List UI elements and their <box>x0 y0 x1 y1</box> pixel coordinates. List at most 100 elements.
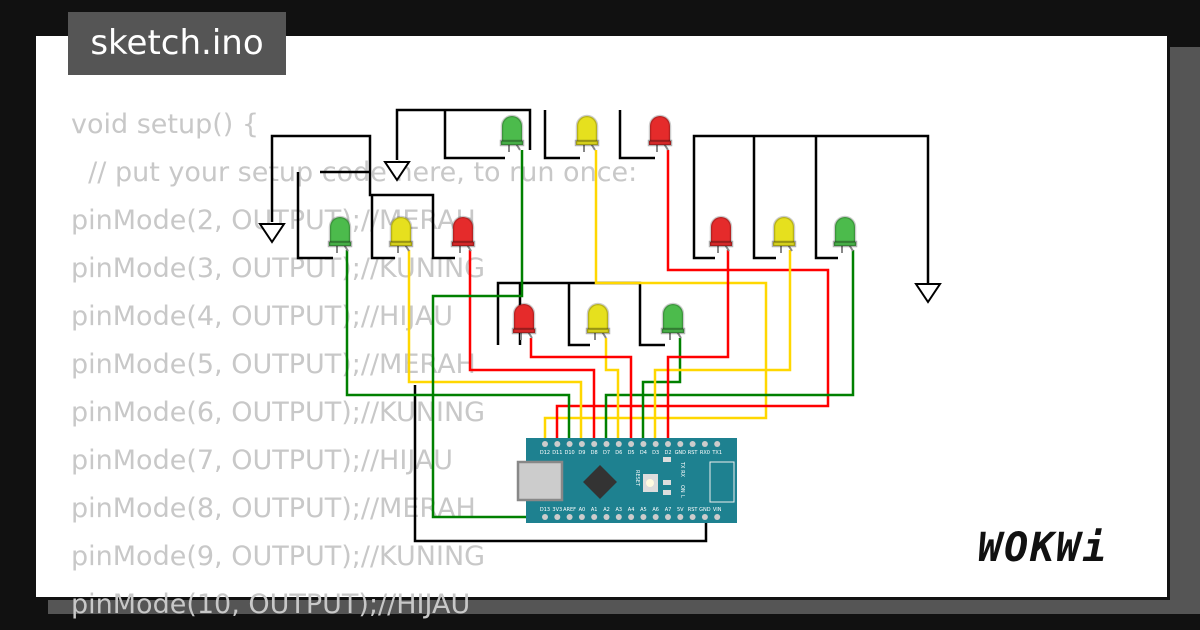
pin-label: RST <box>688 507 699 513</box>
pin-d11[interactable] <box>554 441 561 447</box>
led-base <box>450 240 476 248</box>
led-body <box>389 215 413 245</box>
led-yellow[interactable] <box>388 215 414 253</box>
pin-d13[interactable] <box>542 514 548 520</box>
pin-a4[interactable] <box>628 514 635 520</box>
pin-d8[interactable] <box>591 441 598 447</box>
pin-d7[interactable] <box>603 441 610 447</box>
pin-d5[interactable] <box>628 441 635 447</box>
pin-rst[interactable] <box>689 441 696 447</box>
wire-gnd[interactable] <box>692 134 930 283</box>
reset-button-cap[interactable] <box>646 479 654 487</box>
wire-d11[interactable] <box>555 150 830 445</box>
pin-aref[interactable] <box>566 514 573 520</box>
pin-d6[interactable] <box>615 441 622 447</box>
wire-d13[interactable] <box>431 150 526 519</box>
pin-d2[interactable] <box>665 441 671 447</box>
mcu-chip <box>583 465 617 499</box>
pin-3v3[interactable] <box>554 514 561 520</box>
wire-d4[interactable] <box>641 338 682 445</box>
wire-d2[interactable] <box>666 250 730 445</box>
pin-rx0[interactable] <box>701 441 708 447</box>
wire-d8[interactable] <box>468 250 596 445</box>
pin-vin[interactable] <box>714 514 721 520</box>
led-body <box>575 114 599 144</box>
pin-a2[interactable] <box>603 514 610 520</box>
pin-a6[interactable] <box>652 514 659 520</box>
pin-5v[interactable] <box>677 514 684 520</box>
led-body <box>661 302 685 332</box>
pin-label: D5 <box>628 450 635 456</box>
wire-d10[interactable] <box>345 250 571 445</box>
led-yellow[interactable] <box>771 215 797 253</box>
wire-gnd[interactable] <box>395 108 655 160</box>
pin-label: 3V3 <box>552 507 562 513</box>
ground-icon <box>383 161 411 182</box>
pin-tx1[interactable] <box>714 441 721 447</box>
pin-label: RX0 <box>700 450 710 456</box>
pin-label: D13 <box>540 507 550 513</box>
pin-label: D10 <box>564 450 574 456</box>
code-line: pinMode(10, OUTPUT);//HIJAU <box>71 589 471 620</box>
wire-d7[interactable] <box>604 250 855 445</box>
led-base <box>708 240 734 248</box>
wire-d6[interactable] <box>604 338 620 445</box>
pin-d3[interactable] <box>652 441 659 447</box>
usb-connector[interactable] <box>516 460 564 502</box>
pin-label: RST <box>688 450 699 456</box>
pin-d10[interactable] <box>566 441 573 447</box>
led-body <box>451 215 475 245</box>
wire-gnd[interactable] <box>270 134 455 260</box>
led-label-on: ON <box>679 485 685 493</box>
code-line: pinMode(9, OUTPUT);//KUNING <box>71 541 486 572</box>
pin-gnd[interactable] <box>677 441 684 447</box>
led-base <box>771 240 797 248</box>
led-red[interactable] <box>511 302 537 340</box>
pin-a1[interactable] <box>591 514 598 520</box>
pin-a7[interactable] <box>665 514 671 520</box>
pin-label: A6 <box>652 507 659 513</box>
pin-label: A0 <box>579 507 586 513</box>
pin-a5[interactable] <box>640 514 647 520</box>
pin-a0[interactable] <box>578 514 585 520</box>
wire-gnd[interactable] <box>413 385 708 543</box>
ground-icon <box>914 283 942 304</box>
led-green[interactable] <box>499 114 525 152</box>
pin-d9[interactable] <box>578 441 585 447</box>
led-red[interactable] <box>647 114 673 152</box>
pin-d4[interactable] <box>640 441 647 447</box>
led-base <box>585 327 611 335</box>
wire-d5[interactable] <box>529 338 633 445</box>
file-tab[interactable]: sketch.ino <box>68 12 286 75</box>
wire-d9[interactable] <box>407 250 583 445</box>
pin-label: TX1 <box>711 450 722 456</box>
wire-d12[interactable] <box>543 150 768 445</box>
led-red[interactable] <box>708 215 734 253</box>
ground-wires <box>270 108 930 543</box>
ground-icon <box>258 223 286 244</box>
pin-d12[interactable] <box>542 441 548 447</box>
led-body <box>328 215 352 245</box>
pin-gnd[interactable] <box>701 514 708 520</box>
led-red[interactable] <box>450 215 476 253</box>
led-yellow[interactable] <box>574 114 600 152</box>
signal-wires <box>345 150 855 519</box>
led-label-l: L <box>679 495 685 498</box>
pin-label: A7 <box>665 507 672 513</box>
wire-d3[interactable] <box>653 250 792 445</box>
pin-a3[interactable] <box>615 514 622 520</box>
led-body <box>772 215 796 245</box>
led-green[interactable] <box>832 215 858 253</box>
pin-label: D11 <box>552 450 562 456</box>
led-green[interactable] <box>660 302 686 340</box>
led-body <box>833 215 857 245</box>
led-green[interactable] <box>327 215 353 253</box>
led-body <box>586 302 610 332</box>
led-yellow[interactable] <box>585 302 611 340</box>
led-base <box>499 139 525 147</box>
pin-rst[interactable] <box>689 514 696 520</box>
led-body <box>500 114 524 144</box>
led-base <box>660 327 686 335</box>
